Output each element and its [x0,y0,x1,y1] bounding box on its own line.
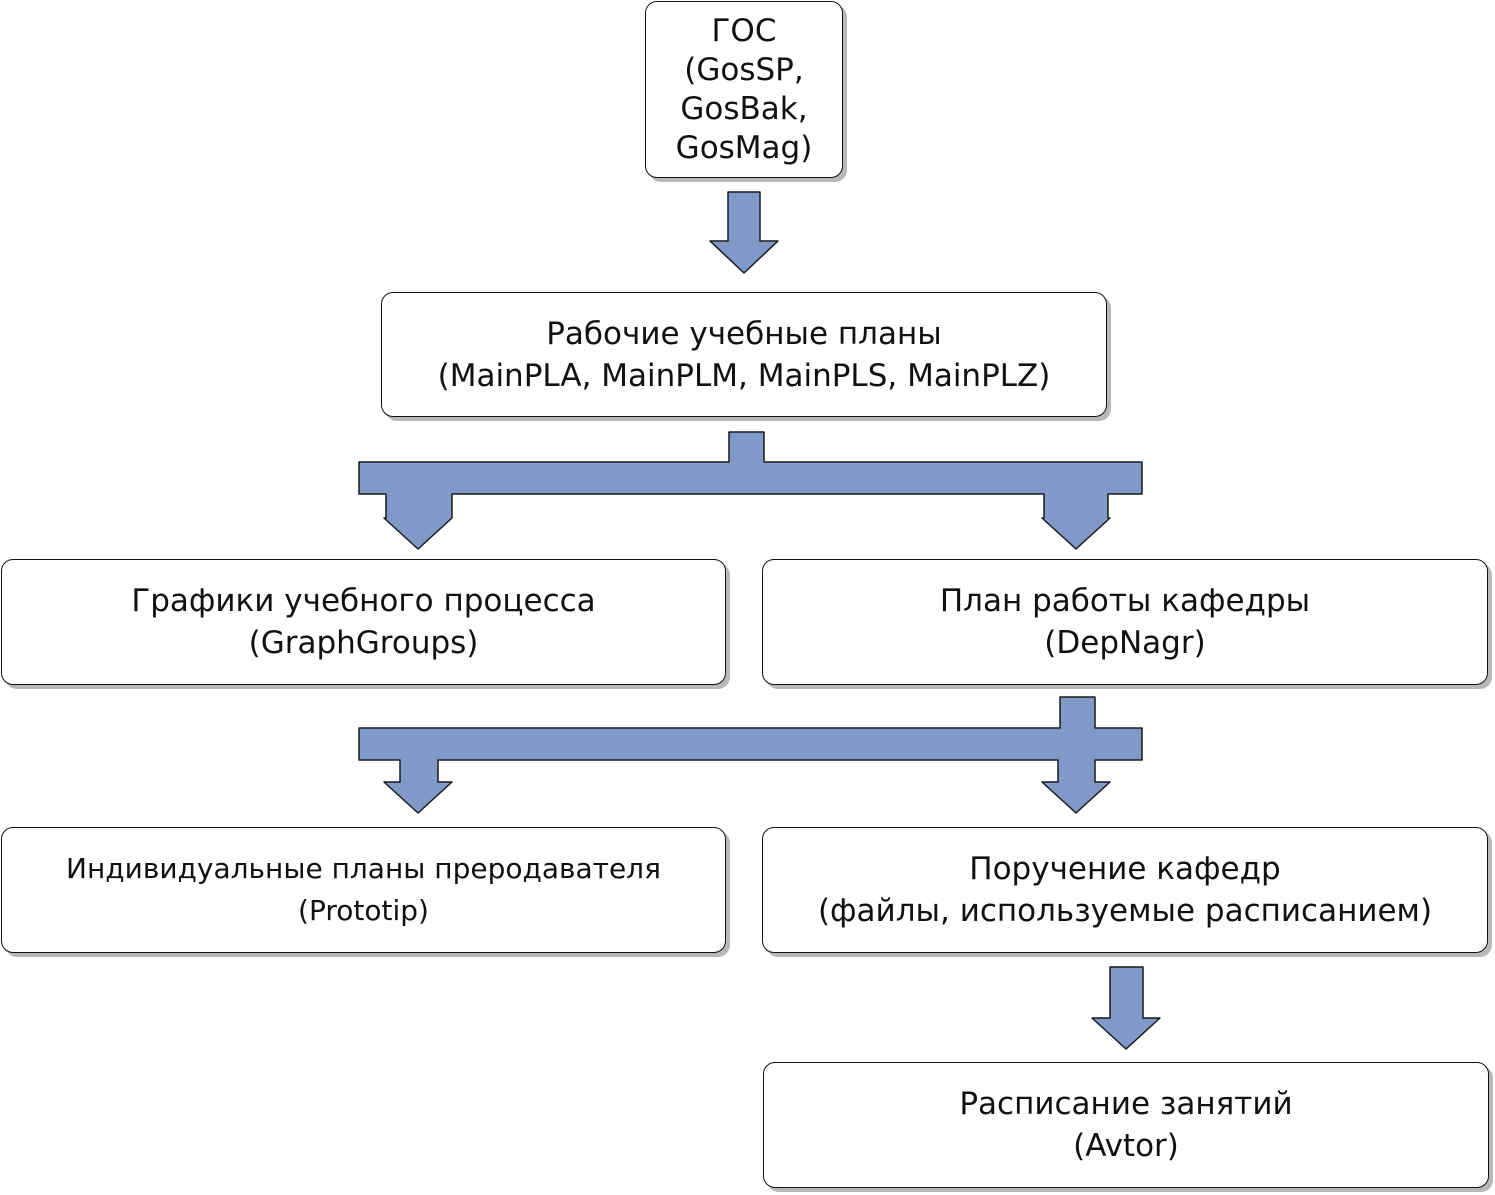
node-timetable-files: (Avtor) [1073,1128,1179,1164]
node-curricula-title: Рабочие учебные планы [546,315,942,352]
node-dept-plan-title: План работы кафедры [939,583,1311,619]
node-gos-line-3: GosBak, [680,90,808,127]
node-dept-assignment-files: (файлы, используемые расписанием) [817,893,1433,929]
node-teacher-plans-files: (Prototip) [298,894,429,927]
arrow-dept-plan-split [358,696,1143,814]
node-schedule-graphs: Графики учебного процесса (GraphGroups) [1,559,726,685]
node-timetable-title: Расписание занятий [959,1086,1293,1122]
node-curricula-files: (MainPLA, MainPLM, MainPLS, MainPLZ) [437,357,1051,394]
node-gos-line-1: ГОС [711,12,777,49]
node-dept-assignment: Поручение кафедр (файлы, используемые ра… [762,827,1488,953]
node-gos-line-2: (GosSP, [684,51,804,88]
node-teacher-plans: Индивидуальные планы преродавателя (Prot… [1,827,726,953]
arrow-curricula-split [358,431,1143,550]
arrow-gos-to-curricula [709,191,779,274]
arrow-assignment-to-timetable [1091,966,1161,1050]
node-gos-line-4: GosMag) [675,129,813,166]
node-dept-assignment-title: Поручение кафедр [969,851,1281,887]
node-gos: ГОС (GosSP, GosBak, GosMag) [645,1,843,178]
node-dept-plan-files: (DepNagr) [1044,625,1206,661]
node-dept-plan: План работы кафедры (DepNagr) [762,559,1488,685]
node-schedule-graphs-files: (GraphGroups) [248,625,479,661]
node-timetable: Расписание занятий (Avtor) [763,1062,1489,1188]
node-teacher-plans-title: Индивидуальные планы преродавателя [66,852,661,885]
node-curricula: Рабочие учебные планы (MainPLA, MainPLM,… [381,292,1107,417]
node-schedule-graphs-title: Графики учебного процесса [131,583,596,619]
